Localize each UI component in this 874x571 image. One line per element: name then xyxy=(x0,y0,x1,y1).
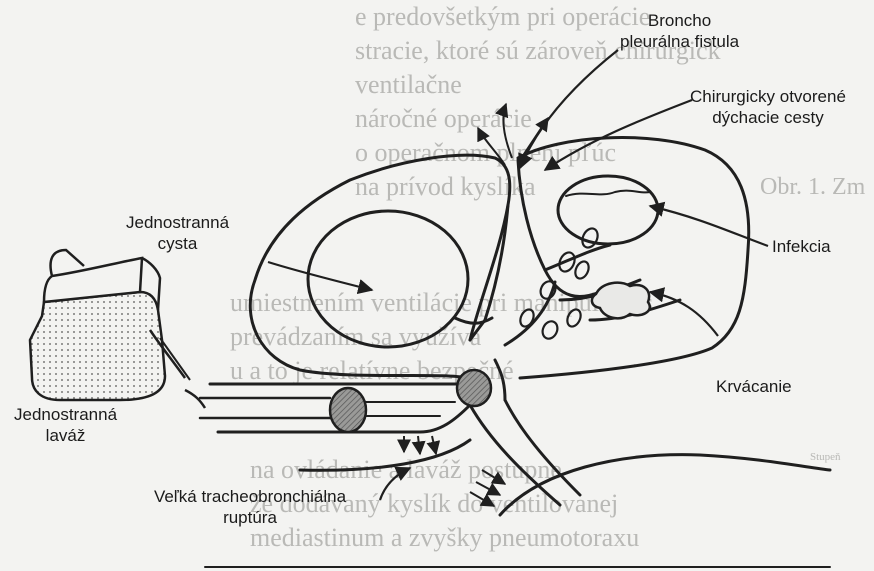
cyst-pointer xyxy=(268,262,372,290)
right-lung-outline xyxy=(518,138,749,378)
lower-left-line xyxy=(300,440,470,470)
right-bronchus-lower xyxy=(505,282,555,345)
fistula-leak-arrow xyxy=(478,128,505,165)
bronchial-cuff xyxy=(457,370,491,406)
airway-lumen xyxy=(579,226,600,250)
airway-lumen xyxy=(565,307,583,328)
label-broncho-fistula: Broncho pleurálna fistula xyxy=(620,10,739,52)
right-main-bronchus xyxy=(518,160,600,297)
label-infection: Infekcia xyxy=(772,236,831,257)
label-tracheobronchial-rupture: Veľká tracheobronchiálna ruptúra xyxy=(120,486,380,528)
label-unilateral-lavage: Jednostranná laváž xyxy=(14,404,117,446)
label-bleeding: Krvácanie xyxy=(716,376,792,397)
airway-lumen xyxy=(540,319,560,341)
rupture-leak-arrow xyxy=(418,436,420,454)
rupture-leak-arrow xyxy=(476,482,500,495)
hemorrhage-area xyxy=(592,283,650,319)
bronchus-down-2 xyxy=(505,400,580,495)
left-lung-outline xyxy=(250,155,510,378)
infection-pointer xyxy=(650,206,768,246)
label-unilateral-cyst: Jednostranná cysta xyxy=(126,212,229,254)
fistula-leak-arrow xyxy=(503,104,512,158)
infection-cavity xyxy=(558,176,658,244)
bleeding-pointer xyxy=(650,292,718,336)
rupture-leak-arrow xyxy=(432,436,436,454)
label-surgical-airways: Chirurgicky otvorené dýchacie cesty xyxy=(690,86,846,128)
surgical-pointer xyxy=(545,100,692,170)
airway-lumen xyxy=(573,259,591,280)
airway-lumen xyxy=(518,307,536,328)
infection-fluid-line xyxy=(566,191,650,196)
rupture-leak-arrow xyxy=(470,492,494,506)
trachea-right-branch xyxy=(495,360,505,400)
rupture-leak-arrow xyxy=(482,470,505,484)
tracheal-cuff xyxy=(330,388,366,432)
pitcher-icon xyxy=(30,250,190,400)
rupture-pointer xyxy=(380,468,410,500)
